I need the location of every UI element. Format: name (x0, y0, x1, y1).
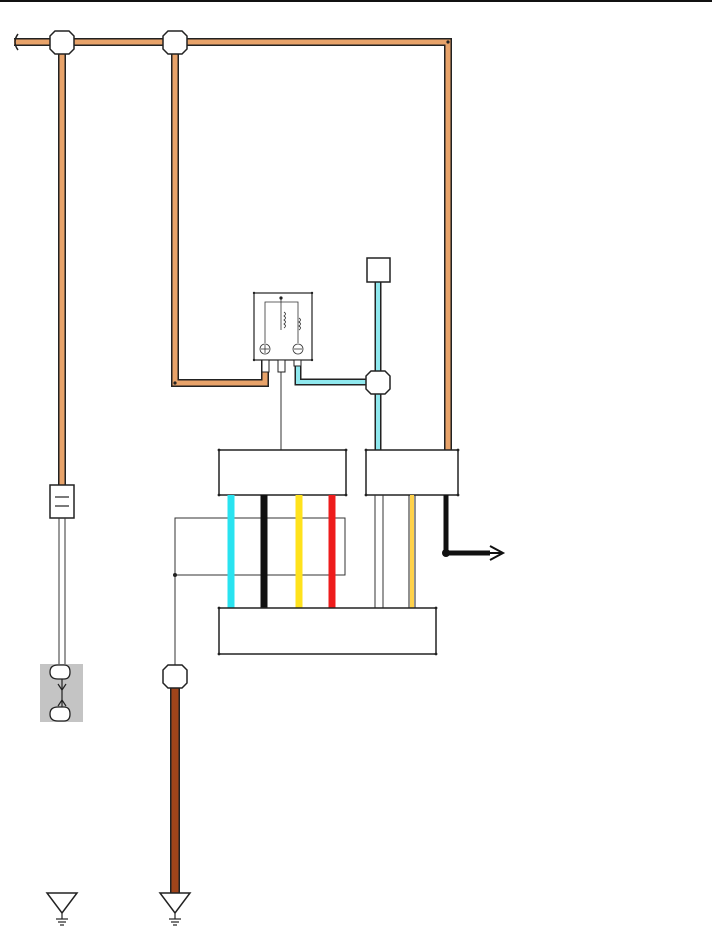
output-arrow-icon (488, 545, 506, 561)
right-connector-wires (374, 495, 490, 608)
connector-right (365, 449, 459, 496)
splice-middle (162, 30, 188, 55)
sub-harness-frame (174, 517, 346, 576)
switch-top (366, 257, 391, 283)
ground-left-icon (45, 892, 79, 926)
fuse (49, 484, 75, 519)
connector-left (218, 449, 347, 496)
connector-bottom (218, 607, 437, 655)
relay (253, 292, 313, 373)
terminal-dots (173, 40, 460, 656)
splice-ground (162, 664, 188, 689)
light-blue-wires (294, 282, 382, 450)
splice-right (365, 370, 391, 395)
frame-junction-dot (173, 573, 177, 577)
splice-left (49, 30, 75, 55)
shielded-connector (40, 664, 83, 722)
ground-right-icon (158, 892, 192, 926)
color-wires (227, 495, 336, 608)
power-feed-icon (14, 33, 19, 51)
